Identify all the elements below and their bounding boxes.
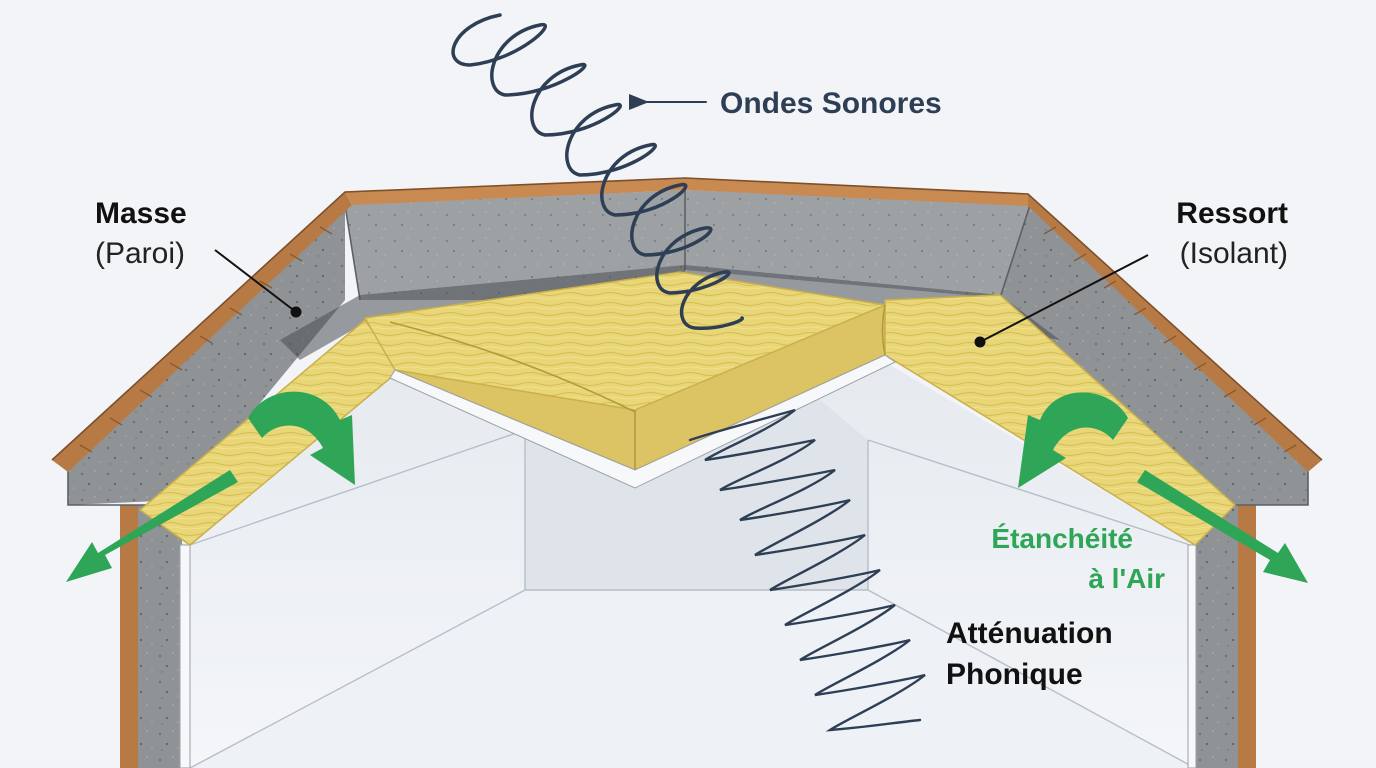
spring-title: Ressort: [1176, 197, 1288, 230]
concrete-left-inner: [345, 190, 685, 300]
spring-pointer-dot: [974, 336, 986, 348]
sound-waves-label: Ondes Sonores: [720, 87, 942, 120]
wood-outline: [51, 177, 1323, 461]
right-wall-wood: [1238, 505, 1256, 768]
mass-subtitle: (Paroi): [95, 237, 185, 270]
right-wall-concrete: [1195, 505, 1238, 768]
air-flow-arrow-left-straight: [66, 470, 238, 582]
spring-pointer-line: [979, 254, 1149, 343]
wood-top-left: [345, 178, 685, 205]
attenuation-label-line2: Phonique: [946, 658, 1083, 691]
left-wall-concrete: [138, 505, 182, 768]
roof-wood-cladding: [51, 177, 1323, 472]
room-edge-lines: [189, 429, 1196, 768]
wood-shingle-lines: [79, 226, 1297, 453]
attenuation-label-line1: Atténuation: [946, 617, 1113, 650]
roof-concrete-slab: [67, 190, 1309, 506]
air-flow-arrow-right-straight: [1137, 470, 1308, 583]
sound-wave-coil-attenuated-icon: [688, 408, 926, 732]
sound-wave-coil-incoming-icon: [451, 13, 744, 330]
right-wall-drywall: [1187, 544, 1197, 768]
concrete-right-face: [1000, 205, 1308, 505]
left-wall-wood: [120, 505, 138, 768]
airtight-label-line2: à l'Air: [1088, 563, 1165, 594]
air-flow-arrow-left-curve: [248, 391, 355, 485]
sound-waves: [451, 13, 926, 732]
airtight-label-line1: Étanchéité: [991, 523, 1133, 554]
labels: Ondes Sonores Masse (Paroi) Ressort (Iso…: [95, 87, 1288, 691]
mass-pointer-dot: [290, 306, 302, 318]
air-flow-arrow-right-curve: [1018, 392, 1128, 488]
concrete-underside-band: [280, 265, 1060, 360]
concrete-left-face: [68, 205, 345, 505]
walls: [120, 505, 1256, 768]
air-flow-arrows: [66, 391, 1308, 583]
wood-left-slope: [52, 192, 352, 472]
pointer-lines: [214, 249, 1149, 348]
concrete-right-inner: [685, 190, 1030, 298]
wood-right-slope: [1028, 194, 1322, 472]
mass-pointer-line: [214, 249, 297, 313]
ceiling-drywall-panel: [389, 354, 896, 489]
wood-top-right: [685, 178, 1028, 206]
spring-subtitle: (Isolant): [1180, 237, 1288, 270]
insulation-seams: [389, 304, 886, 470]
concrete-edge-lines: [67, 190, 1309, 506]
mass-title: Masse: [95, 197, 187, 230]
left-wall-drywall: [179, 544, 191, 768]
